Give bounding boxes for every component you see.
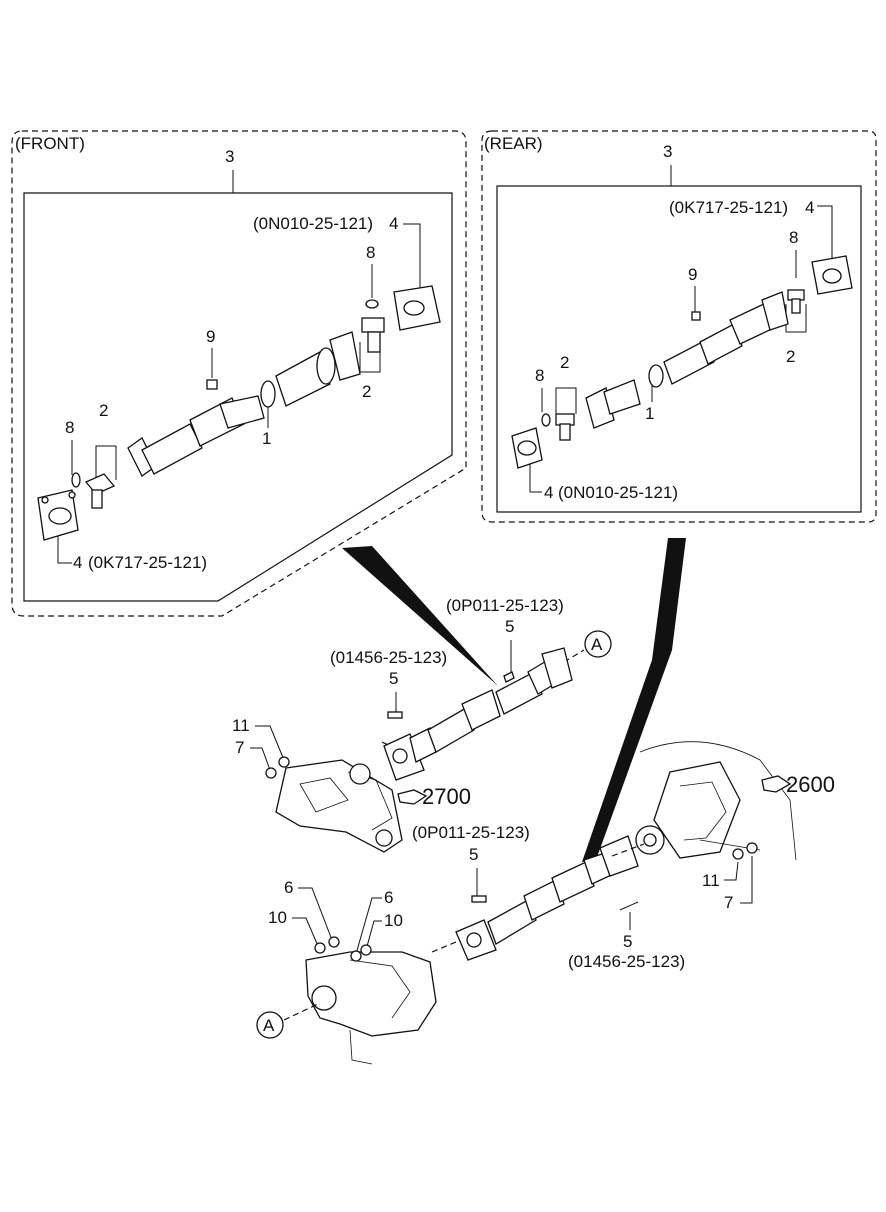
ref-2700: 2700: [422, 784, 471, 809]
leader: [403, 223, 421, 290]
leader: [724, 861, 739, 881]
rear-propeller-shaft: [511, 255, 853, 469]
leader: [250, 747, 271, 771]
front-ref-4-bottom: (0K717-25-121): [88, 553, 207, 572]
leader: [292, 917, 319, 947]
front-panel-outer-border: [11, 130, 467, 617]
washer-7-right: [746, 842, 758, 854]
front-differential: [275, 759, 403, 853]
rear-axle: [635, 741, 797, 861]
leader: [817, 205, 833, 262]
leader: [365, 920, 382, 951]
nut-6-right: [350, 950, 362, 962]
bolt-5-right: [619, 901, 639, 911]
rear-callout-2-top: 2: [786, 347, 795, 366]
callout-6-left: 6: [284, 878, 293, 897]
leader: [740, 856, 753, 904]
ref-arrow-2700: [397, 789, 428, 805]
ref-0p011-lower: (0P011-25-123): [412, 823, 530, 842]
rear-ref-4-bottom: (0N010-25-121): [558, 483, 678, 502]
callout-7-left: 7: [235, 738, 244, 757]
ref-01456-upper: (01456-25-123): [330, 648, 447, 667]
callout-5-mid: 5: [469, 845, 478, 864]
marker-a-lower-label: A: [263, 1016, 275, 1035]
callout-11-left: 11: [232, 716, 250, 735]
front-propeller-shaft: [37, 285, 441, 541]
front-callout-8-top: 8: [366, 243, 375, 262]
front-propeller-shaft-installed: [383, 647, 573, 781]
rear-callout-2-left: 2: [560, 353, 569, 372]
ref-0p011-upper: (0P011-25-123): [446, 596, 564, 615]
rear-propeller-shaft-installed: [455, 835, 639, 961]
leader: [529, 464, 542, 493]
washer-10-right: [360, 944, 372, 956]
leader: [431, 941, 457, 953]
washer-7-left: [265, 767, 277, 779]
leader: [298, 887, 333, 941]
front-callout-2-bottom: 2: [99, 401, 108, 420]
callout-5-right: 5: [623, 932, 632, 951]
front-panel: (FRONT) 3 (0N010-25-121) 4 8 9 2 1 2 8 4…: [11, 130, 467, 617]
leader: [555, 387, 577, 414]
leader: [95, 445, 117, 480]
front-heading: (FRONT): [15, 134, 85, 153]
callout-5-left: 5: [389, 669, 398, 688]
callout-7-right: 7: [724, 893, 733, 912]
callout-5-upper: 5: [505, 617, 514, 636]
leader: [359, 342, 381, 373]
front-callout-1: 1: [262, 429, 271, 448]
ref-01456-lower: (01456-25-123): [568, 952, 685, 971]
front-panel-inner-border: [23, 192, 453, 602]
rear-callout-8-left: 8: [535, 366, 544, 385]
front-callout-2-top: 2: [362, 382, 371, 401]
marker-a-upper: [584, 630, 612, 658]
rear-callout-9: 9: [688, 265, 697, 284]
ref-2600: 2600: [786, 772, 835, 797]
callout-6-right: 6: [384, 888, 393, 907]
transfer-case: [305, 951, 437, 1065]
rear-callout-1: 1: [645, 404, 654, 423]
washer-10-left: [314, 942, 326, 954]
callout-10-right: 10: [384, 911, 403, 930]
rear-ref-4-top: (0K717-25-121): [669, 198, 788, 217]
main-assembly: (0P011-25-123) 5 (01456-25-123) 5 11 7 A: [232, 596, 835, 1065]
rear-panel-outer-border: [481, 130, 877, 523]
front-assembly-callout: 3: [225, 147, 234, 166]
callout-11-right: 11: [702, 871, 720, 890]
rear-callout-4-top: 4: [805, 198, 814, 217]
front-ref-4-top: (0N010-25-121): [253, 214, 373, 233]
leader: [255, 725, 285, 761]
leader: [57, 530, 72, 564]
front-callout-4-top: 4: [389, 214, 398, 233]
marker-a-upper-label: A: [591, 635, 603, 654]
rear-assembly-callout: 3: [663, 142, 672, 161]
rear-connector-wedge: [582, 538, 686, 862]
rear-callout-4-bottom: 4: [544, 483, 553, 502]
front-connector-wedge: [342, 546, 498, 686]
leader: [355, 897, 382, 955]
callout-10-left: 10: [268, 908, 287, 927]
nut-11-right: [732, 848, 744, 860]
marker-a-lower: [256, 1011, 284, 1039]
front-callout-4-bottom: 4: [73, 553, 82, 572]
front-callout-8-bottom: 8: [65, 418, 74, 437]
rear-heading: (REAR): [484, 134, 543, 153]
nut-11-left: [278, 756, 290, 768]
rear-panel: (REAR) 3 (0K717-25-121) 4 8 9 2 2 8 1 4 …: [481, 130, 877, 523]
leader: [611, 843, 645, 857]
ref-arrow-2600: [761, 775, 792, 793]
rear-panel-inner-border: [496, 185, 862, 513]
nut-6-left: [328, 936, 340, 948]
rear-callout-8-top: 8: [789, 228, 798, 247]
leader: [283, 1003, 319, 1021]
front-callout-9: 9: [206, 327, 215, 346]
